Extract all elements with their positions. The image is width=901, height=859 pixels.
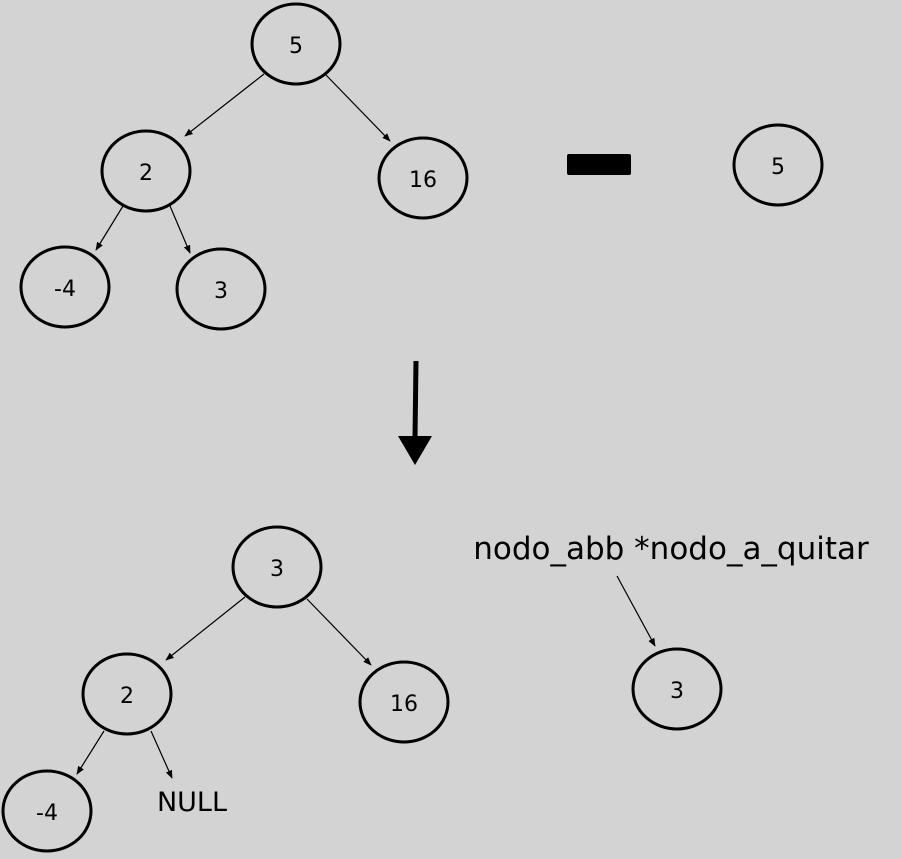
- svg-text:-4: -4: [36, 801, 58, 826]
- edge-3-to-16: [306, 598, 372, 666]
- tree-node-left-left: -4: [1, 769, 93, 853]
- bottom-tree: 3 2 16 -4 NULL: [1, 525, 450, 853]
- down-arrow-icon: [398, 360, 432, 465]
- pointer-arrow: [616, 575, 656, 647]
- svg-text:16: 16: [409, 168, 437, 193]
- svg-text:2: 2: [139, 161, 153, 186]
- tree-node-right: 16: [358, 660, 450, 744]
- tree-node-left-right: 3: [175, 247, 267, 331]
- svg-text:5: 5: [771, 155, 785, 180]
- tree-node-left: 2: [81, 652, 173, 736]
- edge-2-to-3: [169, 205, 191, 254]
- svg-text:5: 5: [289, 34, 303, 59]
- edge-2-to-neg4: [95, 205, 124, 251]
- tree-node-root: 3: [231, 525, 323, 609]
- svg-text:3: 3: [214, 279, 228, 304]
- edge-2-to-null: [150, 730, 173, 779]
- edge-3-to-2: [165, 596, 246, 661]
- svg-text:3: 3: [670, 679, 684, 704]
- edge-5-to-2: [184, 73, 265, 137]
- svg-text:16: 16: [390, 692, 418, 717]
- pointer-label: nodo_abb *nodo_a_quitar: [473, 531, 869, 567]
- svg-text:-4: -4: [54, 277, 76, 302]
- tree-node-left-left: -4: [19, 245, 111, 329]
- pointer-target-node: 3: [631, 647, 723, 731]
- top-tree: 5 2 16 -4 3: [19, 2, 469, 331]
- svg-text:2: 2: [120, 684, 134, 709]
- minus-bar-icon: [567, 154, 631, 175]
- removed-node: 5: [732, 123, 824, 207]
- edge-2-to-neg4: [76, 730, 105, 775]
- tree-node-root: 5: [250, 2, 342, 86]
- edge-5-to-16: [325, 74, 391, 142]
- tree-node-right: 16: [377, 136, 469, 220]
- tree-node-left: 2: [100, 129, 192, 213]
- svg-text:3: 3: [270, 557, 284, 582]
- null-label: NULL: [157, 787, 227, 818]
